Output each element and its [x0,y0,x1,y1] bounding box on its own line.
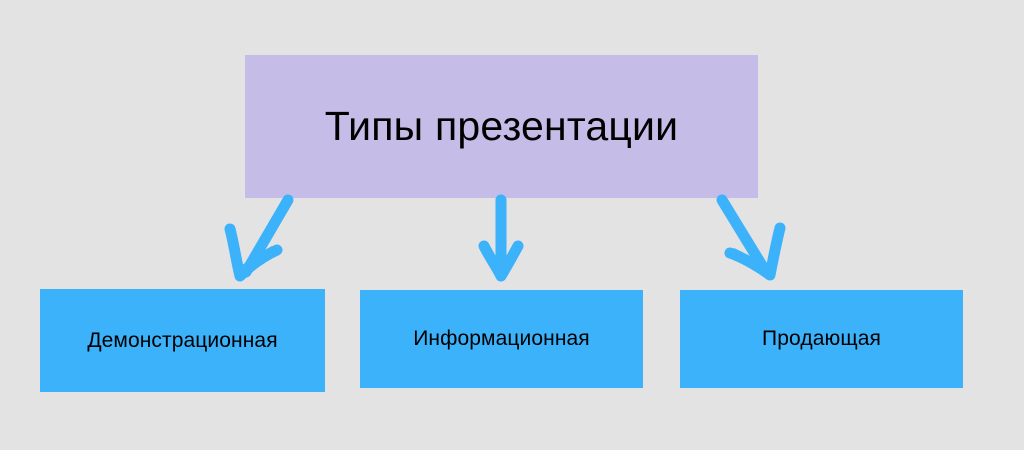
node-leaf-label: Демонстрационная [87,328,278,352]
node-title-label: Типы презентации [324,102,679,149]
arrow-to-informacionnaya-icon [478,194,524,282]
node-title-tipy-prezentacii[interactable]: Типы презентации [245,55,758,198]
node-leaf-label: Информационная [413,327,590,351]
arrow-to-prodayushchaya-icon [716,194,786,281]
node-leaf-prodayushchaya[interactable]: Продающая [680,290,963,388]
node-leaf-label: Продающая [762,327,881,351]
node-leaf-informacionnaya[interactable]: Информационная [360,290,643,388]
arrow-to-demonstracionnaya-icon [224,194,294,282]
node-leaf-demonstracionnaya[interactable]: Демонстрационная [40,289,325,392]
